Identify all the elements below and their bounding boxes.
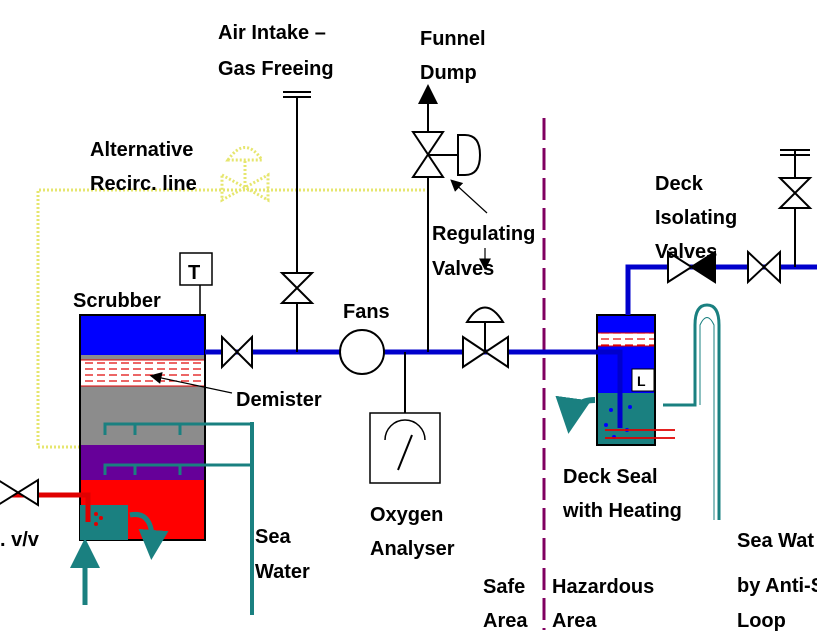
label-sea-water-right-1: Sea Wat bbox=[737, 530, 814, 552]
label-hazardous-2: Area bbox=[552, 610, 597, 632]
deck-seal-vessel bbox=[596, 314, 656, 446]
deck-seal-dip-pipe bbox=[595, 349, 623, 428]
label-air-intake-2: Gas Freeing bbox=[218, 58, 334, 80]
fan-icon bbox=[339, 329, 385, 375]
label-deck-iso-3: Valves bbox=[655, 241, 717, 263]
inlet-bubbles bbox=[94, 512, 103, 526]
temperature-sensor bbox=[179, 252, 213, 286]
label-funnel-2: Dump bbox=[420, 62, 477, 84]
label-level: L bbox=[637, 373, 646, 389]
inlet-valve bbox=[0, 478, 39, 507]
label-sea-water-right-3: Loop bbox=[737, 610, 786, 632]
label-sea-water-right-2: by Anti-S bbox=[737, 575, 817, 597]
seal-water-overflow bbox=[129, 511, 169, 560]
label-funnel-1: Funnel bbox=[420, 28, 486, 50]
deck-seal-water-inlet bbox=[663, 303, 721, 520]
label-oxygen-2: Analyser bbox=[370, 538, 455, 560]
label-regulating-1: Regulating bbox=[432, 223, 535, 245]
deck-vent-valve bbox=[777, 177, 813, 209]
demister-element bbox=[79, 359, 206, 387]
label-air-intake-1: Air Intake – bbox=[218, 22, 326, 44]
label-deck-seal-1: Deck Seal bbox=[563, 466, 658, 488]
label-temp: T bbox=[188, 262, 200, 284]
heating-coil bbox=[605, 429, 675, 439]
funnel-dump-actuator bbox=[457, 134, 482, 176]
label-left-vv: . v/v bbox=[0, 529, 40, 551]
label-deck-seal-2: with Heating bbox=[562, 500, 682, 522]
oxygen-analyser bbox=[369, 412, 441, 484]
label-safe-1: Safe bbox=[483, 576, 525, 598]
level-sensor bbox=[631, 368, 655, 392]
deck-isolating-valve bbox=[747, 249, 781, 285]
label-deck-iso-2: Isolating bbox=[655, 207, 737, 229]
air-intake-valve bbox=[279, 272, 315, 304]
label-oxygen-1: Oxygen bbox=[370, 504, 443, 526]
label-sea-water-2: Water bbox=[255, 561, 310, 583]
label-fans: Fans bbox=[343, 301, 390, 323]
label-alternative-1: Alternative bbox=[90, 139, 193, 161]
alternative-recirc-line bbox=[36, 188, 428, 449]
label-regulating-2: Valves bbox=[432, 258, 494, 280]
deck-seal-overflow bbox=[555, 395, 596, 434]
anti-siphon-loop bbox=[699, 317, 715, 520]
scrubber-outlet-valve bbox=[221, 334, 253, 370]
label-alternative-2: Recirc. line bbox=[90, 173, 197, 195]
label-safe-2: Area bbox=[483, 610, 528, 632]
gauge-needle-icon bbox=[397, 434, 413, 471]
alternative-recirc-valve bbox=[220, 146, 270, 203]
label-scrubber: Scrubber bbox=[73, 290, 161, 312]
deck-main-line bbox=[625, 264, 817, 315]
label-deck-iso-1: Deck bbox=[655, 173, 704, 195]
label-hazardous-1: Hazardous bbox=[552, 576, 654, 598]
label-demister: Demister bbox=[236, 389, 322, 411]
spray-headers bbox=[103, 422, 250, 475]
label-sea-water-1: Sea bbox=[255, 526, 291, 548]
scrubber-inlet-line bbox=[0, 492, 91, 522]
